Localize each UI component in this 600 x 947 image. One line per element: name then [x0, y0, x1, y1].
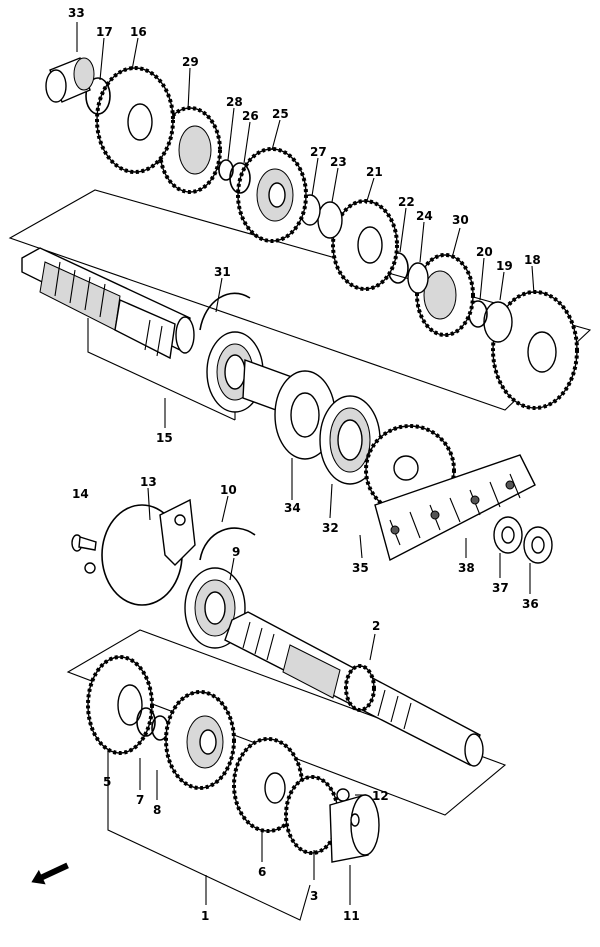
gear-4[interactable] [164, 690, 236, 790]
label-31: 31 [214, 265, 231, 279]
label-9: 9 [232, 545, 240, 559]
gear-5[interactable] [86, 655, 154, 755]
label-24: 24 [416, 209, 433, 223]
pin-12[interactable] [336, 788, 350, 802]
lock-washer-37[interactable] [493, 516, 523, 554]
gear-18[interactable] [491, 290, 579, 410]
label-28: 28 [226, 95, 243, 109]
label-25: 25 [272, 107, 289, 121]
label-5: 5 [103, 775, 111, 789]
label-30: 30 [452, 213, 469, 227]
nut-36[interactable] [523, 526, 553, 564]
countershaft[interactable] [21, 247, 195, 360]
snap-ring-28[interactable] [218, 159, 234, 181]
label-8: 8 [153, 803, 161, 817]
label-12: 12 [372, 789, 389, 803]
gear-11[interactable] [329, 794, 380, 863]
label-26: 26 [242, 109, 259, 123]
label-15: 15 [156, 431, 173, 445]
label-13: 13 [140, 475, 157, 489]
washer-19[interactable] [483, 301, 513, 343]
label-18: 18 [524, 253, 541, 267]
screw-14[interactable] [71, 534, 97, 552]
front-arrow-icon [31, 862, 69, 885]
label-3: 3 [310, 889, 318, 903]
bearing-33[interactable] [45, 57, 95, 103]
gear-30[interactable] [415, 253, 475, 337]
bushing-24[interactable] [407, 262, 429, 294]
label-10: 10 [220, 483, 237, 497]
driveshaft-assembly [66, 611, 507, 921]
bearing-retainer-13[interactable] [84, 498, 196, 606]
label-21: 21 [366, 165, 383, 179]
label-7: 7 [136, 793, 144, 807]
driveshaft[interactable] [224, 611, 484, 767]
label-32: 32 [322, 521, 339, 535]
label-2: 2 [372, 619, 380, 633]
label-23: 23 [330, 155, 347, 169]
gear-29[interactable] [158, 106, 222, 194]
label-16: 16 [130, 25, 147, 39]
label-36: 36 [522, 597, 539, 611]
label-14: 14 [72, 487, 89, 501]
bearing-9[interactable] [184, 567, 246, 649]
countershaft-frame [8, 189, 592, 411]
bearing-15[interactable] [206, 331, 301, 419]
lock-washer-23[interactable] [317, 201, 343, 239]
label-20: 20 [476, 245, 493, 259]
label-35: 35 [352, 561, 369, 575]
label-1: 1 [201, 909, 209, 923]
label-11: 11 [343, 909, 360, 923]
leader-lines [76, 22, 535, 905]
gear-16[interactable] [95, 66, 175, 174]
washer-7[interactable] [136, 707, 156, 737]
gear-21[interactable] [331, 199, 399, 291]
label-34: 34 [284, 501, 301, 515]
part-labels: 33 17 16 29 28 26 25 27 23 21 22 24 30 2… [68, 6, 541, 923]
drive-chain-38[interactable] [374, 454, 536, 562]
label-6: 6 [258, 865, 266, 879]
label-38: 38 [458, 561, 475, 575]
label-27: 27 [310, 145, 327, 159]
washer-17[interactable] [85, 77, 111, 115]
label-17: 17 [96, 25, 113, 39]
label-22: 22 [398, 195, 415, 209]
label-33: 33 [68, 6, 85, 20]
driveshaft-frame [66, 629, 507, 816]
gear-25[interactable] [236, 147, 308, 243]
label-29: 29 [182, 55, 199, 69]
snap-ring-10[interactable] [199, 527, 256, 561]
snap-ring-31[interactable] [199, 292, 251, 331]
countershaft-assembly [8, 57, 592, 564]
label-19: 19 [496, 259, 513, 273]
label-37: 37 [492, 581, 509, 595]
shift-parts [71, 498, 256, 649]
